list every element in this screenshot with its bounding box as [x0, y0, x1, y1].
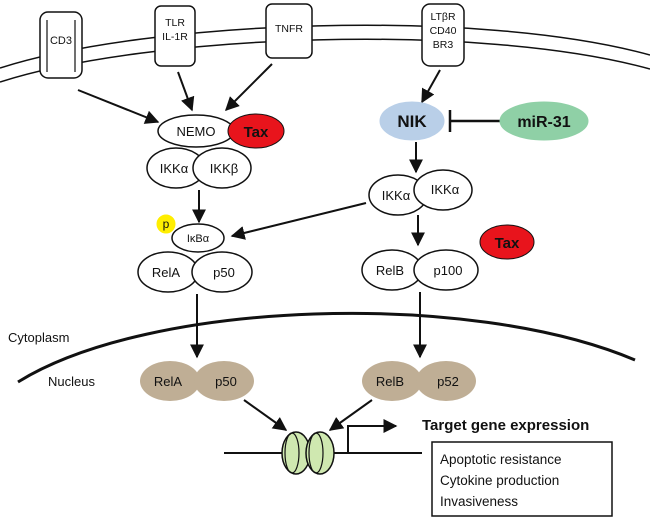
arrow-rela-p50-to-dna: [243, 399, 288, 431]
tax-canonical-node: [227, 113, 285, 149]
rela-nuclear-label: RelA: [154, 374, 183, 389]
receptor-tlr: TLR IL-1R: [154, 5, 196, 67]
p100-node: [413, 249, 479, 291]
plasma-membrane: [0, 24, 650, 83]
p100-label: p100: [434, 263, 463, 278]
relb-nuclear-label: RelB: [376, 374, 404, 389]
receptor-cd3: CD3: [39, 11, 83, 79]
phospho-node: [156, 214, 176, 234]
arrow-ikka-to-ikba: [230, 202, 367, 240]
ikkb-node: [192, 147, 252, 189]
ltbr-label: LTβR: [430, 11, 456, 23]
receptor-ltbr: LTβR CD40 BR3: [421, 3, 465, 67]
p50-cyto-label: p50: [213, 265, 235, 280]
arrow-cd3-to-nemo: [77, 89, 160, 124]
mir31-node: [499, 101, 589, 141]
target-gene-item: Cytokine production: [440, 473, 559, 488]
cd40-label: CD40: [430, 25, 457, 37]
il1r-label: IL-1R: [162, 31, 188, 43]
target-genes-box: [431, 441, 613, 517]
nemo-label: NEMO: [177, 124, 216, 139]
ikkb-label: IKKβ: [210, 161, 238, 176]
rela-cyto-label: RelA: [152, 265, 181, 280]
p52-label: p52: [437, 374, 459, 389]
phospho-label: p: [163, 217, 170, 231]
cytoplasm-label: Cytoplasm: [8, 330, 69, 345]
nik-node: [379, 101, 445, 141]
arrow-tlr-to-nemo: [177, 71, 195, 112]
tax-canonical-label: Tax: [244, 124, 269, 141]
nucleus-label: Nucleus: [48, 374, 95, 389]
p50-nuclear-label: p50: [215, 374, 237, 389]
ikba-node: [171, 223, 225, 253]
target-gene-item: Invasiveness: [440, 494, 518, 509]
nik-label: NIK: [397, 112, 427, 131]
tax-noncanonical-label: Tax: [495, 235, 520, 252]
relb-cyto-label: RelB: [376, 263, 404, 278]
arrow-ltbr-to-nik: [421, 69, 441, 104]
ikka-canonical-label: IKKα: [160, 161, 189, 176]
br3-label: BR3: [433, 39, 454, 51]
tlr-label: TLR: [165, 17, 185, 29]
nuclear-membrane: [17, 311, 636, 384]
ikka-2-label: IKKα: [431, 182, 460, 197]
receptor-tnfr: TNFR: [265, 3, 313, 59]
arrow-relb-p52-to-dna: [328, 399, 373, 431]
target-gene-expression-title: Target gene expression: [422, 417, 589, 434]
transcription-start-arrow: [347, 419, 398, 453]
ikba-label: IκBα: [187, 233, 210, 245]
tnfr-label: TNFR: [275, 23, 303, 35]
p52-node: [416, 361, 476, 401]
target-gene-item: Apoptotic resistance: [440, 452, 562, 467]
relb-nuclear-node: [362, 361, 422, 401]
ikka-2-node: [413, 169, 473, 211]
tax-noncanonical-node: [479, 224, 535, 260]
p50-cyto-node: [191, 251, 253, 293]
rela-nuclear-node: [140, 361, 200, 401]
arrow-tnfr-to-nemo: [225, 63, 273, 111]
mir31-label: miR-31: [517, 114, 570, 131]
p50-nuclear-node: [194, 361, 254, 401]
cd3-label: CD3: [50, 35, 72, 47]
nucleosome-right: [305, 431, 335, 475]
ikka-1-label: IKKα: [382, 188, 411, 203]
